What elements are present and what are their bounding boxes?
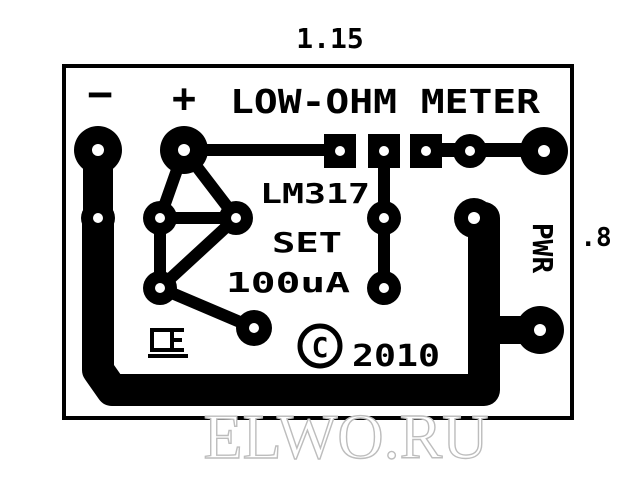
current-label: 100uA [226,266,350,299]
copyright-letter: C [312,331,329,364]
year-label: 2010 [352,339,440,374]
width-dimension-label: 1.15 [296,22,363,55]
pad-pwr-mid [453,134,487,168]
pad-pwr-minus [516,306,564,354]
pad-node-lower [143,271,177,305]
pad-node-left [143,201,177,235]
pad-plus [160,126,208,174]
pad-lm317-out [368,134,400,168]
minus-terminal-label: − [87,69,112,118]
pad-output-lower [367,271,401,305]
pad-ground-upper [454,198,494,238]
set-label: SET [272,226,342,259]
board-title: LOW-OHM METER [230,82,540,121]
regulator-label: LM317 [260,177,370,210]
pads [74,126,568,354]
watermark-text: ELWO.RU [204,401,489,472]
trace-cross [154,212,242,294]
pad-output-upper [367,201,401,235]
pad-pwr-plus [520,127,568,175]
pad-lm317-in [410,134,442,168]
height-dimension-label: .8 [580,223,611,253]
pad-minus [74,126,122,174]
plus-terminal-label: + [172,76,196,122]
copyright-mark: C [297,323,343,369]
pad-set-resistor [236,310,272,346]
copyright-circle-icon [297,323,343,369]
pad-minus-lower [81,201,115,235]
board-outline [62,64,574,420]
pad-node-right [219,201,253,235]
pad-lm317-adj [324,134,356,168]
pwr-side-label: PWR [526,223,559,274]
ce-mark-icon [148,328,188,358]
